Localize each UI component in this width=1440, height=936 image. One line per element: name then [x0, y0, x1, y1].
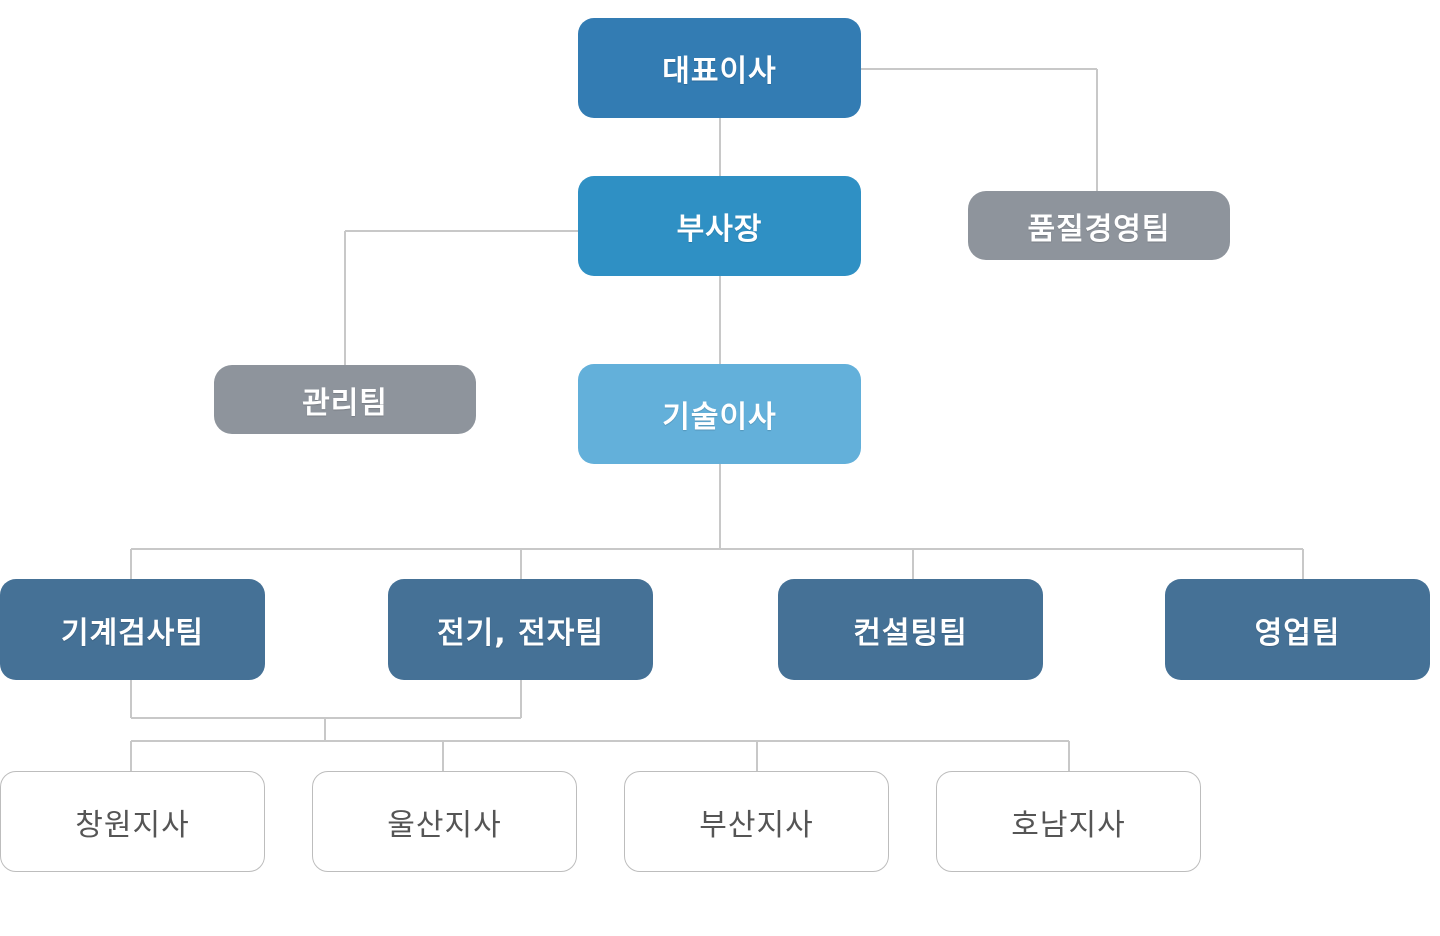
branch-node-ulsan: 울산지사: [312, 771, 577, 872]
branch-node-honam: 호남지사: [936, 771, 1201, 872]
branch-label: 호남지사: [1011, 807, 1126, 843]
technical-director-node: 기술이사: [578, 364, 861, 464]
branch-label: 창원지사: [75, 807, 190, 843]
team-node-consulting: 컨설팅팀: [778, 579, 1043, 680]
ceo-node: 대표이사: [578, 18, 861, 118]
admin-team-label: 관리팀: [302, 385, 388, 421]
branch-node-changwon: 창원지사: [0, 771, 265, 872]
quality-team-label: 품질경영팀: [1027, 211, 1171, 247]
team-node-sales: 영업팀: [1165, 579, 1430, 680]
team-label: 기계검사팀: [61, 615, 204, 651]
technical-director-label: 기술이사: [662, 400, 777, 435]
branch-label: 울산지사: [387, 807, 502, 843]
vice-president-label: 부사장: [676, 212, 763, 247]
vice-president-node: 부사장: [578, 176, 861, 276]
team-label: 영업팀: [1254, 615, 1341, 651]
admin-team-node: 관리팀: [214, 365, 476, 434]
quality-team-node: 품질경영팀: [968, 191, 1230, 260]
team-node-mechanical-inspection: 기계검사팀: [0, 579, 265, 680]
team-node-electrical-electronics: 전기, 전자팀: [388, 579, 653, 680]
ceo-label: 대표이사: [662, 54, 777, 89]
branch-node-busan: 부산지사: [624, 771, 889, 872]
team-label: 컨설팅팀: [853, 615, 968, 651]
branch-label: 부산지사: [699, 807, 814, 843]
team-label: 전기, 전자팀: [437, 615, 604, 651]
